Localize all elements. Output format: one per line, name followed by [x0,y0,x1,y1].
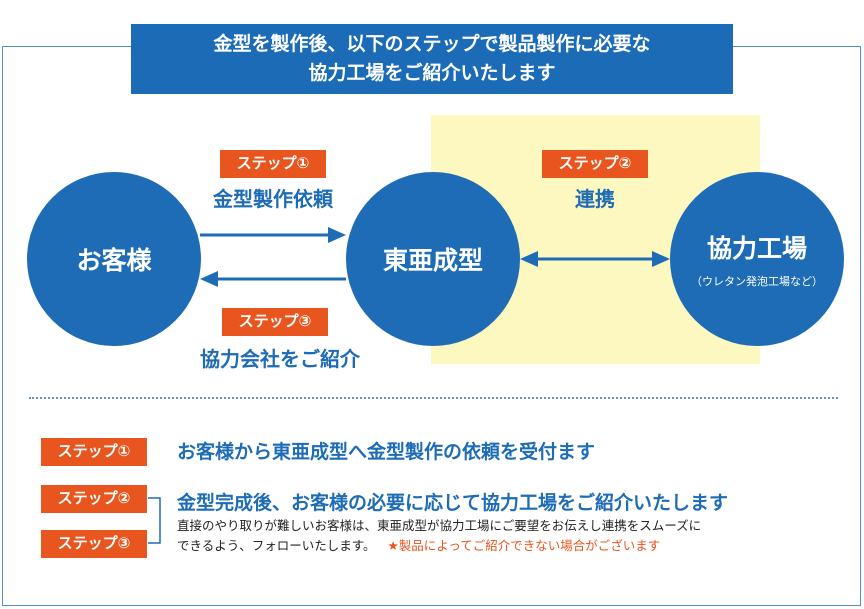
step2-label: 連携 [575,187,615,211]
factory-sub-label: （ウレタン発泡工場など） [691,275,823,288]
factory-node: 協力工場 （ウレタン発泡工場など） [670,172,844,346]
legend-step23-text: 金型完成後、お客様の必要に応じて協力工場をご紹介いたします [177,492,729,514]
factory-label: 協力工場 [706,234,807,263]
toa-node: 東亜成型 [346,172,520,346]
legend-detail: 直接のやり取りが難しいお客様は、東亜成型が協力工場にご要望をお伝えし連携をスムー… [177,516,837,556]
legend-detail-line1: 直接のやり取りが難しいお客様は、東亜成型が協力工場にご要望をお伝えし連携をスムー… [177,518,702,533]
legend-detail-line2-wrap: できるよう、フォローいたします。 ★製品によってご紹介できない場合がございます [177,536,837,556]
step1-tag: ステップ① [220,150,326,178]
legend-step2-tag: ステップ② [41,485,147,513]
legend-step1-tag: ステップ① [41,438,147,466]
step2-tag: ステップ② [542,150,648,178]
header-banner: 金型を製作後、以下のステップで製品製作に必要な 協力工場をご紹介いたします [131,24,733,94]
legend-step1-text: お客様から東亜成型へ金型製作の依頼を受付ます [177,441,596,463]
legend-step3-tag: ステップ③ [41,530,147,558]
customer-node: お客様 [27,172,201,346]
toa-label: 東亜成型 [382,246,483,275]
step3-tag: ステップ③ [222,308,328,336]
step1-label: 金型製作依頼 [213,187,333,211]
legend-detail-line2: できるよう、フォローいたします。 [177,538,376,553]
step3-label: 協力会社をご紹介 [200,347,360,371]
divider [29,397,838,399]
legend-note: ★製品によってご紹介できない場合がございます [387,538,661,553]
header-line-1: 金型を製作後、以下のステップで製品製作に必要な [213,33,651,55]
header-line-2: 協力工場をご紹介いたします [308,62,556,84]
customer-label: お客様 [76,246,152,275]
